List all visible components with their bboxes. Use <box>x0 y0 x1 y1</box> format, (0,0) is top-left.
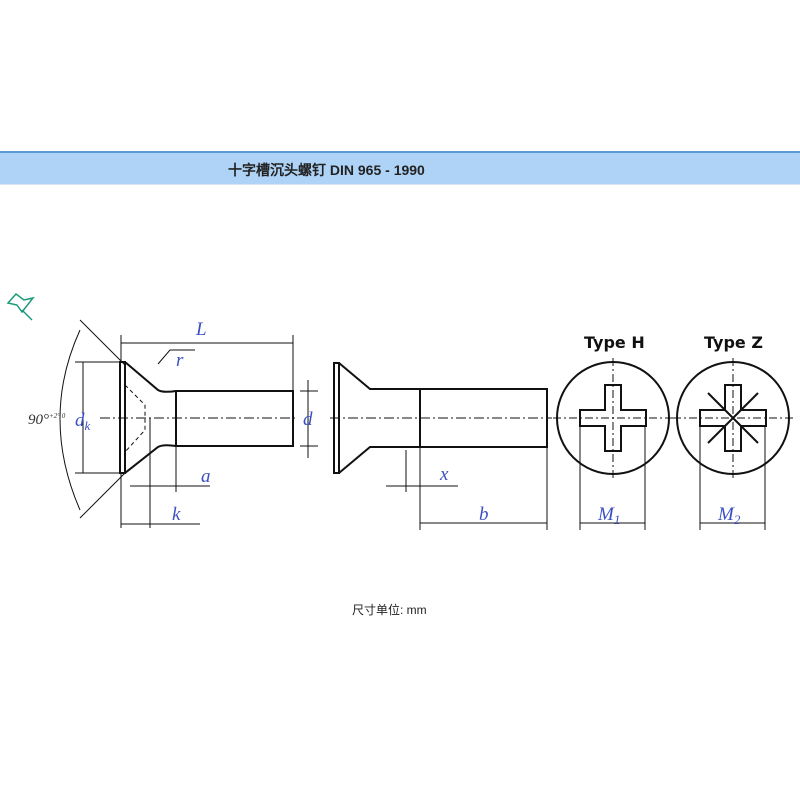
label-angle: 90°+2° 0 <box>28 412 66 428</box>
unit-label: 尺寸单位: mm <box>352 603 427 617</box>
label-M2: M2 <box>717 504 741 527</box>
title-bar: 十字槽沉头螺钉 DIN 965 - 1990 <box>0 151 800 185</box>
dimension-lines <box>59 319 318 528</box>
label-k: k <box>172 504 181 525</box>
label-M1: M1 <box>597 504 620 527</box>
label-x: x <box>439 464 449 485</box>
front-view-screw <box>330 362 552 530</box>
label-d: d <box>303 409 313 430</box>
page-title: 十字槽沉头螺钉 DIN 965 - 1990 <box>228 162 425 178</box>
label-dk: dk <box>75 410 91 433</box>
type-z-head <box>673 358 795 530</box>
pin-icon[interactable] <box>6 292 35 321</box>
label-b: b <box>479 504 489 525</box>
label-r: r <box>176 350 184 371</box>
label-a: a <box>201 466 211 487</box>
type-h-head <box>553 358 673 530</box>
label-L: L <box>195 319 207 340</box>
type-z-label: Type Z <box>704 333 763 352</box>
type-h-label: Type H <box>584 333 645 352</box>
